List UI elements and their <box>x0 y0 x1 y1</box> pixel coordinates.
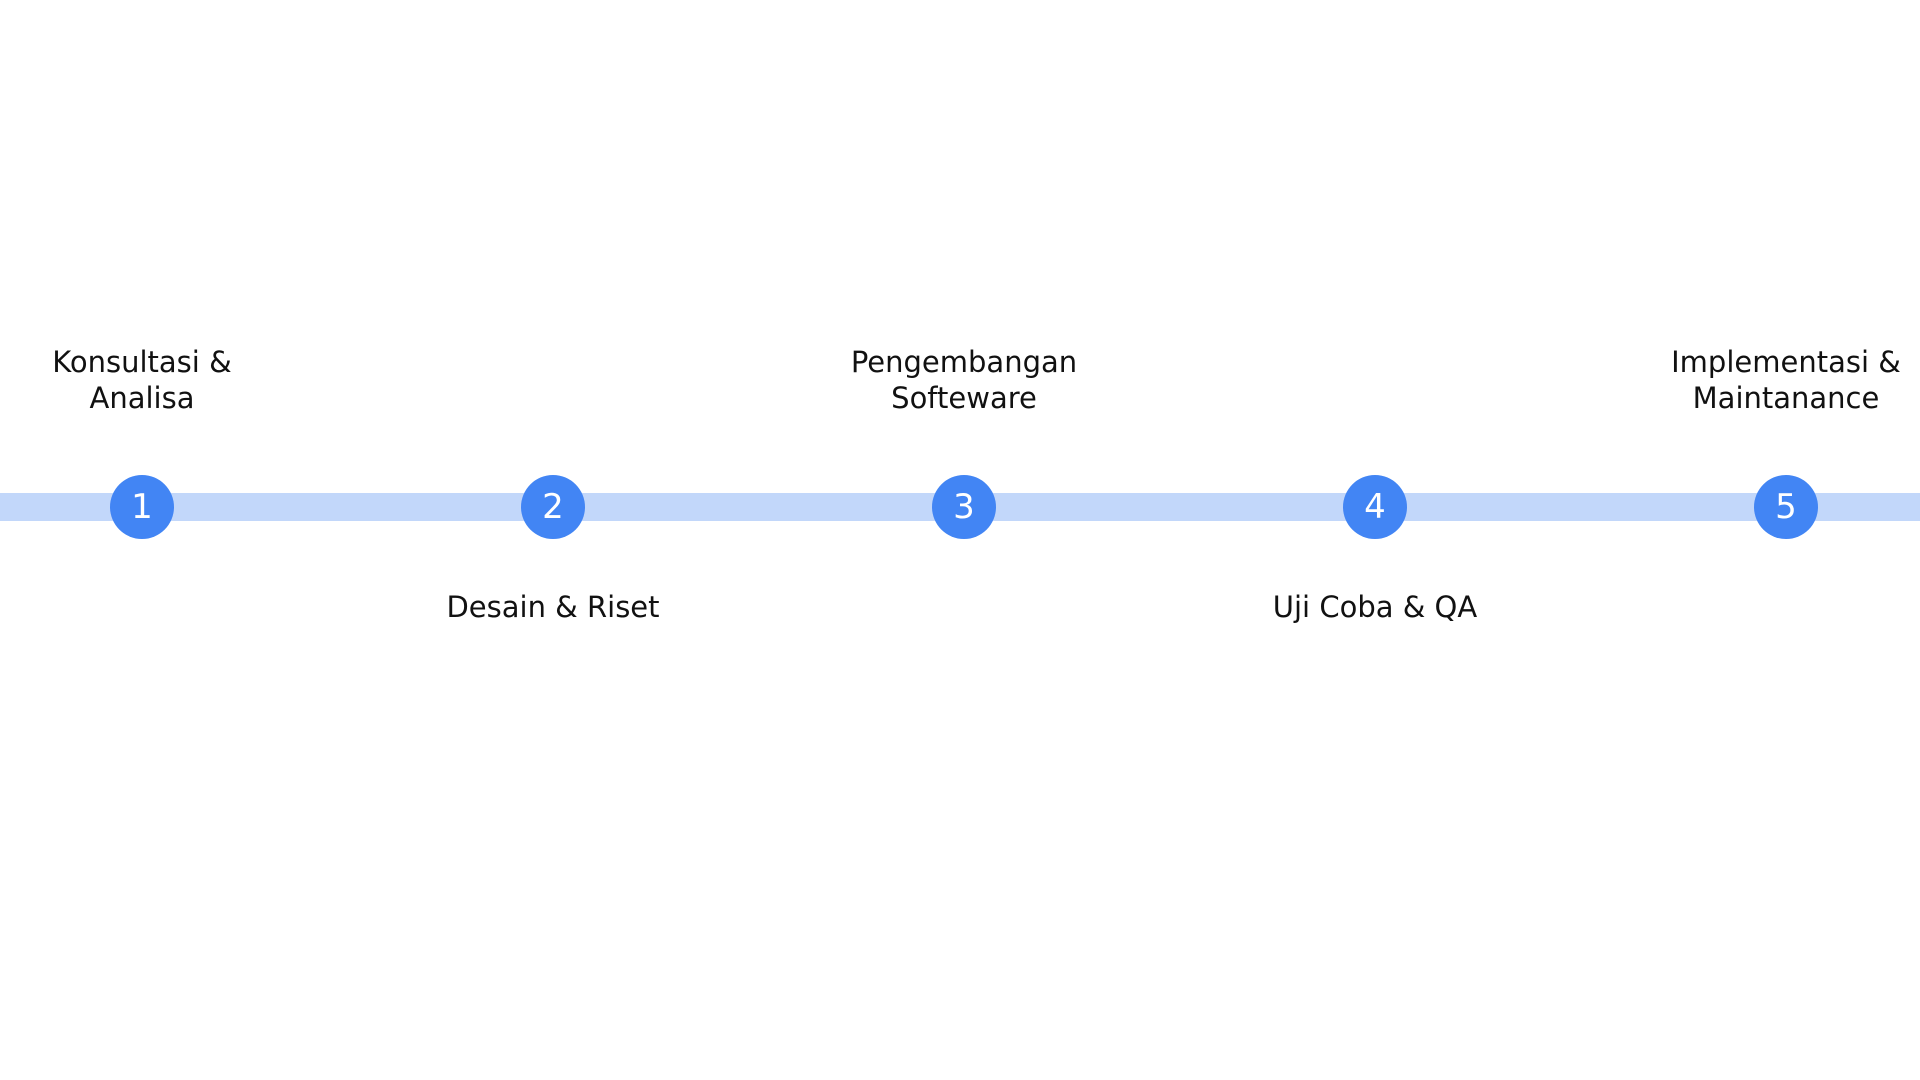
step-label: Pengembangan Softeware <box>764 344 1164 416</box>
step-number-badge: 5 <box>1754 475 1818 539</box>
step-number-badge: 1 <box>110 475 174 539</box>
step-label: Uji Coba & QA <box>1175 589 1575 625</box>
step-label-line: Analisa <box>89 381 195 415</box>
step-number-badge: 2 <box>521 475 585 539</box>
step-label-line: Softeware <box>891 381 1037 415</box>
step-label: Desain & Riset <box>353 589 753 625</box>
step-label: Konsultasi & Analisa <box>0 344 342 416</box>
step-label-line: Uji Coba & QA <box>1272 590 1478 624</box>
step-label: Implementasi & Maintanance <box>1586 344 1920 416</box>
step-label-line: Konsultasi & <box>52 345 232 379</box>
step-number-badge: 3 <box>932 475 996 539</box>
step-label-line: Implementasi & <box>1671 345 1901 379</box>
step-number-badge: 4 <box>1343 475 1407 539</box>
step-label-line: Desain & Riset <box>446 590 660 624</box>
step-label-line: Maintanance <box>1692 381 1880 415</box>
step-label-line: Pengembangan <box>850 345 1078 379</box>
